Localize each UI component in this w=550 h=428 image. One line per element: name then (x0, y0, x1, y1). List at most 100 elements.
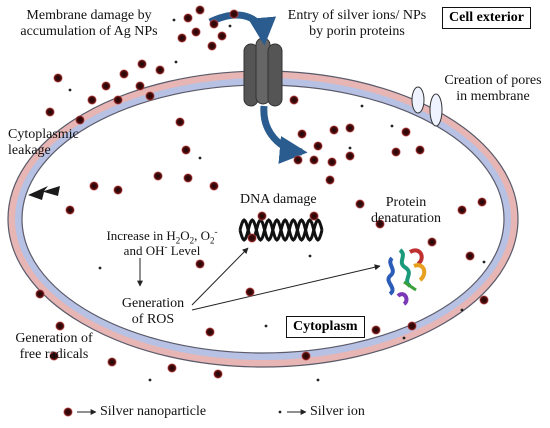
silver-ion (174, 60, 178, 64)
silver-nanoparticle (87, 95, 97, 105)
silver-nanoparticle (213, 369, 223, 379)
silver-nanoparticle (415, 145, 425, 155)
silver-nanoparticle (175, 117, 185, 127)
silver-nanoparticle (407, 321, 417, 331)
silver-nanoparticle (119, 69, 129, 79)
silver-nanoparticle (155, 65, 165, 75)
silver-nanoparticle (289, 95, 299, 105)
generation-ros-label: Generation of ROS (108, 296, 198, 328)
silver-ion (402, 336, 406, 340)
silver-ion (198, 156, 202, 160)
silver-nanoparticle (309, 155, 319, 165)
entry-label: Entry of silver ions/ NPs by porin prote… (282, 8, 432, 40)
silver-nanoparticle (457, 205, 467, 215)
silver-ion (172, 18, 176, 22)
silver-nanoparticle (325, 175, 335, 185)
protein-denaturation-label: Protein denaturation (356, 195, 456, 227)
silver-ion (460, 308, 464, 312)
silver-ions (68, 18, 486, 414)
generation-ros-line2: of ROS (131, 312, 175, 327)
silver-particles (35, 5, 489, 417)
silver-nanoparticle (229, 9, 239, 19)
silver-nanoparticle (101, 81, 111, 91)
silver-nanoparticle (401, 127, 411, 137)
ros-arrows (137, 247, 381, 311)
silver-ion (278, 410, 282, 414)
legend-nanoparticle-label: Silver nanoparticle (100, 404, 207, 419)
silver-nanoparticle (309, 211, 319, 221)
silver-nanoparticle (327, 157, 337, 167)
silver-nanoparticle (113, 95, 123, 105)
silver-ion (390, 124, 394, 128)
silver-nanoparticle (113, 185, 123, 195)
silver-ion (264, 324, 268, 328)
silver-ion (360, 104, 364, 108)
silver-nanoparticle (345, 123, 355, 133)
silver-nanoparticle (427, 237, 437, 247)
silver-nanoparticle (465, 251, 475, 261)
creation-pores-line1: Creation of pores (444, 73, 542, 88)
silver-nanoparticle (345, 151, 355, 161)
silver-nanoparticle (195, 5, 205, 15)
membrane-damage-label: Membrane damage by accumulation of Ag NP… (4, 8, 174, 40)
cytoplasmic-leakage-label: Cytoplasmic leakage (8, 127, 79, 159)
silver-nanoparticle (209, 181, 219, 191)
silver-nanoparticle (375, 219, 385, 229)
silver-nanoparticle (209, 19, 219, 29)
silver-ion (358, 204, 362, 208)
silver-nanoparticle (53, 73, 63, 83)
silver-nanoparticle (183, 13, 193, 23)
protein-denaturation-line2: denaturation (371, 211, 441, 226)
silver-nanoparticle (167, 363, 177, 373)
entry-line1: Entry of silver ions/ NPs (287, 8, 427, 23)
silver-nanoparticle (297, 129, 307, 139)
silver-nanoparticle (195, 259, 205, 269)
silver-ion (482, 260, 486, 264)
silver-nanoparticle (301, 351, 311, 361)
silver-nanoparticle (177, 33, 187, 43)
silver-nanoparticle (55, 321, 65, 331)
cytoplasm-label: Cytoplasm (286, 316, 365, 338)
creation-pores-label: Creation of pores in membrane (440, 73, 546, 105)
protein-structure-icon (386, 248, 427, 306)
silver-nanoparticle (75, 115, 85, 125)
silver-nanoparticle (137, 59, 147, 69)
silver-nanoparticle (49, 351, 59, 361)
silver-ion (228, 24, 232, 28)
dna-damage-label: DNA damage (240, 192, 317, 207)
cytoplasmic-leakage-icon (28, 186, 60, 200)
silver-ion (98, 266, 102, 270)
ros-increase-label: Increase in H2O2, O2- and OH- Level (96, 226, 228, 258)
generation-free-radicals-line1: Generation of (15, 331, 93, 346)
membrane-pore-icon (411, 86, 443, 127)
silver-nanoparticle (217, 31, 227, 41)
silver-nanoparticle (191, 27, 201, 37)
silver-nanoparticle (205, 327, 215, 337)
silver-nanoparticle (65, 205, 75, 215)
silver-nanoparticle (247, 233, 257, 243)
silver-nanoparticle (183, 173, 193, 183)
silver-nanoparticle (245, 287, 255, 297)
ros-increase-line2: and OH- Level (123, 241, 201, 258)
ros-increase-line1: Increase in H2O2, O2- (106, 226, 218, 246)
silver-ion (316, 378, 320, 382)
porin-protein-icon (243, 37, 283, 107)
silver-nanoparticle (477, 197, 487, 207)
silver-nanoparticle (45, 107, 55, 117)
silver-ion (148, 378, 152, 382)
cytoplasmic-leakage-line1: Cytoplasmic (8, 127, 79, 142)
silver-nanoparticle (63, 407, 73, 417)
silver-nanoparticle (391, 147, 401, 157)
silver-nanoparticle (153, 171, 163, 181)
silver-nanoparticle (207, 41, 217, 51)
silver-nanoparticle (181, 145, 191, 155)
cell-exterior-label: Cell exterior (442, 7, 532, 29)
generation-free-radicals-line2: free radicals (19, 347, 89, 362)
cytoplasmic-leakage-line2: leakage (8, 143, 51, 158)
protein-denaturation-line1: Protein (385, 195, 427, 210)
silver-nanoparticle (313, 141, 323, 151)
silver-nanoparticle (371, 325, 381, 335)
silver-ion (68, 88, 72, 92)
silver-nanoparticle (257, 211, 267, 221)
